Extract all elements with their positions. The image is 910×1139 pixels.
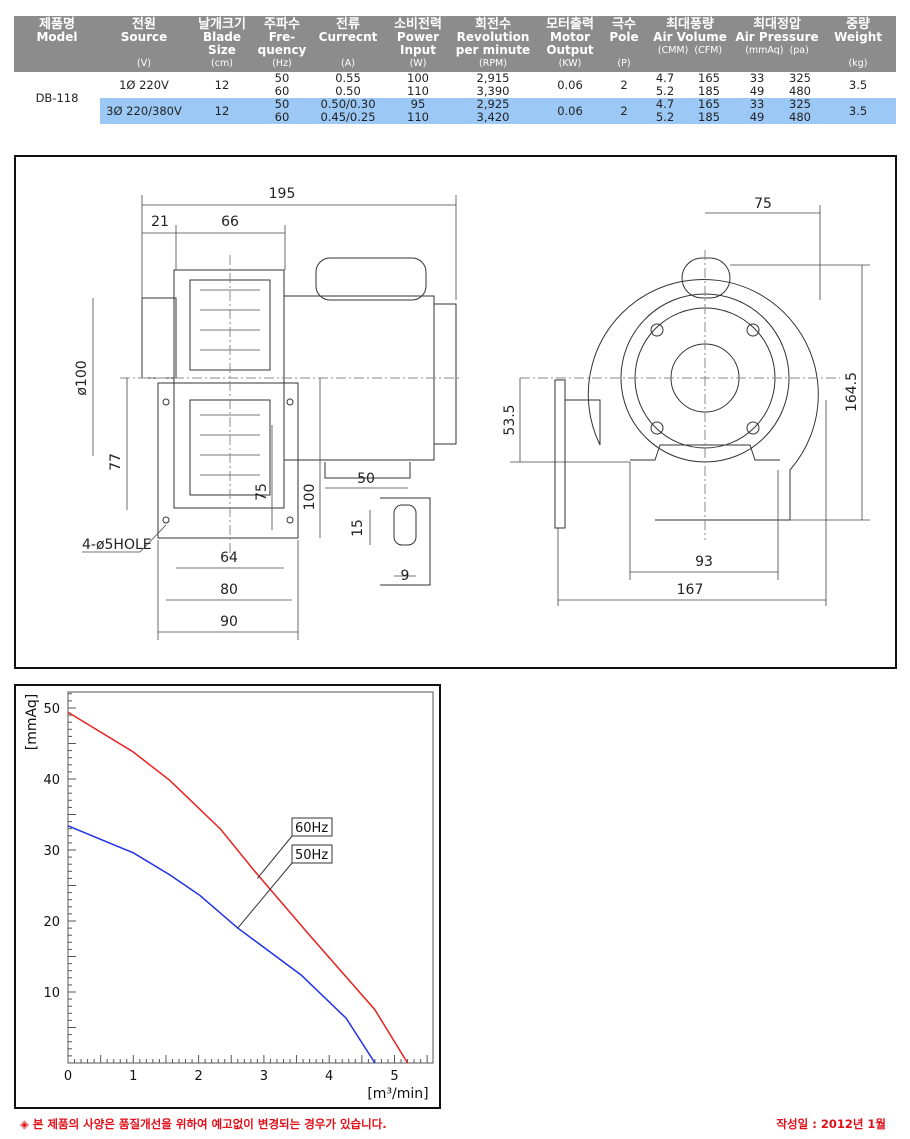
x-tick-label: 5 <box>390 1069 398 1084</box>
dimension-drawing: 195 21 66 ø100 77 75 100 50 15 9 64 80 9… <box>14 155 897 669</box>
dim-64: 64 <box>220 550 238 566</box>
blower-drawing: 195 21 66 ø100 77 75 100 50 15 9 64 80 9… <box>74 186 870 640</box>
cell-weight: 3.5 <box>848 77 868 92</box>
leader-line-50Hz <box>237 862 293 929</box>
y-tick-label: 20 <box>43 915 60 930</box>
cell-pole: 2 <box>620 77 628 92</box>
dim-66: 66 <box>221 214 239 230</box>
dim-21: 21 <box>151 214 169 230</box>
cell-motor: 0.06 <box>557 77 583 92</box>
series-line-60Hz <box>67 711 409 1064</box>
y-axis-label: [mmAq] <box>24 694 40 750</box>
legend-label-60Hz: 60Hz <box>295 821 328 836</box>
legend-label-50Hz: 50Hz <box>295 848 328 863</box>
cell-source: 3Ø 220/380V <box>100 98 188 124</box>
plot-area <box>67 691 434 1064</box>
dim-75-front: 75 <box>754 196 772 212</box>
leader-line-60Hz <box>256 835 293 879</box>
cell-model: DB-118 <box>35 90 79 105</box>
date-text: 작성일 : 2012년 1월 <box>776 1117 886 1131</box>
side-view <box>82 195 460 640</box>
dim-dia100: ø100 <box>74 360 90 395</box>
dim-93: 93 <box>695 554 713 570</box>
dim-50: 50 <box>357 471 375 487</box>
y-tick-label: 40 <box>43 773 60 788</box>
x-tick-label: 3 <box>260 1069 268 1084</box>
dim-167: 167 <box>677 582 704 598</box>
cell-motor: 0.06 <box>538 98 602 124</box>
dim-100: 100 <box>302 484 318 511</box>
performance-chart-svg: [mmAq] [m³/min] 0 1 2 3 4 5 10 20 30 40 50 60Hz 50Hz <box>24 691 434 1102</box>
legend-box-50Hz <box>291 844 333 864</box>
x-tick-label: 0 <box>64 1069 72 1084</box>
dim-164-5: 164.5 <box>844 372 860 412</box>
notice-text: ◈ 본 제품의 사양은 품질개선을 위하여 예고없이 변경되는 경우가 있습니다… <box>20 1117 387 1131</box>
dim-80: 80 <box>220 582 238 598</box>
front-view <box>510 205 870 606</box>
x-tick-label: 4 <box>325 1069 333 1084</box>
y-tick-label: 10 <box>43 986 60 1001</box>
dim-9: 9 <box>401 568 410 584</box>
cell-blade: 12 <box>214 77 230 92</box>
x-tick-label: 2 <box>194 1069 202 1084</box>
dim-90: 90 <box>220 614 238 630</box>
dim-195: 195 <box>269 186 296 202</box>
dim-75: 75 <box>254 483 270 501</box>
y-tick-label: 30 <box>43 844 60 859</box>
dim-15: 15 <box>350 519 366 537</box>
legend-box-60Hz <box>291 817 333 837</box>
series-line-50Hz <box>67 825 376 1064</box>
x-axis-label: [m³/min] <box>367 1086 428 1102</box>
performance-chart: [mmAq] [m³/min] 0 1 2 3 4 5 10 20 30 40 50 60Hz 50Hz <box>14 684 441 1109</box>
cell-source: 1Ø 220V <box>119 77 169 92</box>
dim-hole: 4-ø5HOLE <box>82 537 152 553</box>
cell-weight: 3.5 <box>820 98 897 124</box>
dim-53-5: 53.5 <box>502 404 518 435</box>
cell-blade: 12 <box>188 98 256 124</box>
y-tick-label: 50 <box>43 702 60 717</box>
cell-pole: 2 <box>602 98 646 124</box>
dim-77: 77 <box>108 453 124 471</box>
x-tick-label: 1 <box>129 1069 137 1084</box>
